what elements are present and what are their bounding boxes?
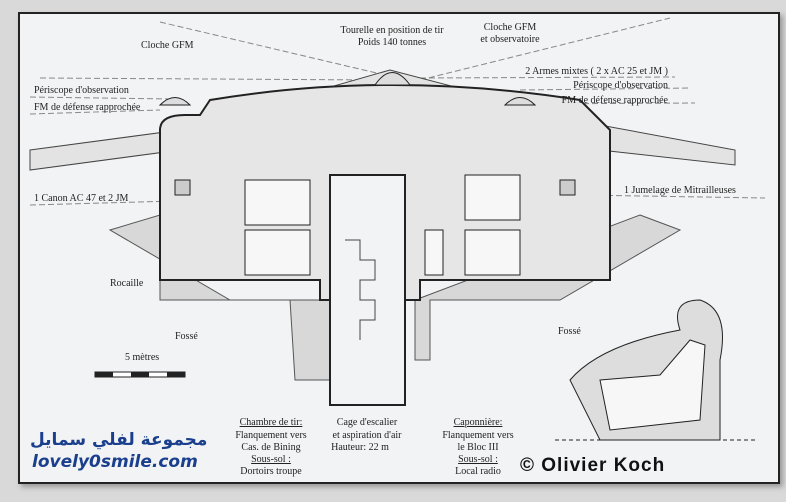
- label-tourelle-2: Poids 140 tonnes: [358, 37, 426, 48]
- copyright: © Olivier Koch: [520, 455, 666, 476]
- label-tourelle-1: Tourelle en position de tir: [340, 25, 444, 36]
- caption-caponniere: Caponnière: Flanquement vers le Bloc III…: [442, 417, 513, 477]
- caption-caponniere-title: Caponnière:: [454, 417, 503, 428]
- label-rocaille: Rocaille: [110, 278, 144, 289]
- bunker-body: [158, 72, 611, 406]
- caption-caponniere-subtitle: Sous-sol :: [458, 454, 498, 465]
- label-cloche-gfm-right-1: Cloche GFM: [484, 22, 537, 33]
- caption-cage-line3: Hauteur: 22 m: [331, 442, 389, 453]
- watermark-arabic: مجموعة لفلي سمايل: [30, 430, 208, 450]
- label-armes-mixtes: 2 Armes mixtes ( 2 x AC 25 et JM ): [525, 66, 668, 77]
- label-fosse-left: Fossé: [175, 331, 198, 342]
- label-canon: 1 Canon AC 47 et 2 JM: [34, 193, 129, 204]
- caption-cage: Cage d'escalier et aspiration d'air Haut…: [331, 417, 402, 453]
- right-cloche: [503, 97, 537, 106]
- scale-bar: [94, 371, 186, 378]
- left-cloche: [158, 97, 192, 106]
- label-jumelage: 1 Jumelage de Mitrailleuses: [624, 185, 736, 196]
- label-cloche-gfm-right-2: et observatoire: [480, 34, 540, 45]
- label-fm-left: FM de défense rapprochée: [34, 102, 141, 113]
- watermark-site: lovely0smile.com: [32, 452, 198, 472]
- caption-chambre-subline: Dortoirs troupe: [240, 466, 302, 477]
- caption-cage-line2: et aspiration d'air: [333, 430, 403, 441]
- caption-caponniere-subline: Local radio: [455, 466, 501, 477]
- label-cloche-gfm-left: Cloche GFM: [141, 40, 194, 51]
- label-fm-right: FM de défense rapprochée: [562, 95, 669, 106]
- caption-caponniere-line2: le Bloc III: [457, 442, 498, 453]
- floor-plan-inset: [555, 299, 755, 441]
- caption-caponniere-line1: Flanquement vers: [442, 430, 513, 441]
- label-fosse-right: Fossé: [558, 326, 581, 337]
- caption-chambre-line1: Flanquement vers: [235, 430, 306, 441]
- label-periscope-right: Périscope d'observation: [573, 80, 668, 91]
- caption-chambre-line2: Cas. de Bining: [241, 442, 300, 453]
- caption-chambre: Chambre de tir: Flanquement vers Cas. de…: [235, 417, 306, 477]
- caption-cage-line1: Cage d'escalier: [337, 417, 398, 428]
- label-periscope-left: Périscope d'observation: [34, 85, 129, 96]
- label-scale: 5 mètres: [125, 352, 159, 363]
- turret-dome: [374, 72, 411, 86]
- caption-chambre-subtitle: Sous-sol :: [251, 454, 291, 465]
- caption-chambre-title: Chambre de tir:: [240, 417, 303, 428]
- staircase: [345, 239, 376, 340]
